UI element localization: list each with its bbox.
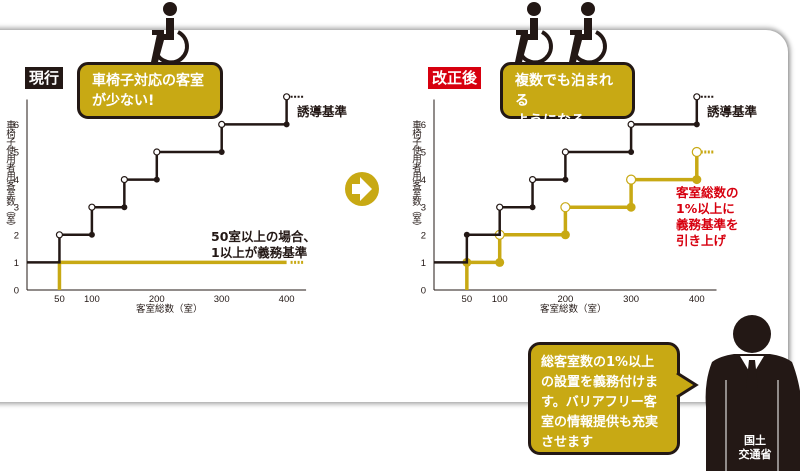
current-guidance-note: 誘導基準 <box>297 104 348 119</box>
open-data-point <box>691 146 702 158</box>
filled-data-point <box>153 176 160 183</box>
open-data-point <box>120 176 128 184</box>
bubble-line: 複数でも泊まれる <box>515 73 613 109</box>
revised-mandatory-note: 客室総数の 1%以上に 義務基準を 引き上げ <box>676 185 739 249</box>
x-tick-label: 50 <box>462 294 473 305</box>
y-tick-label: 5 <box>14 148 19 159</box>
wheelchair-icon <box>149 0 189 65</box>
y-axis-label: 車椅子使用者用客室数（室） <box>410 120 421 231</box>
filled-data-point <box>218 149 225 155</box>
x-axis-label: 客室総数（室） <box>136 304 203 315</box>
filled-data-point <box>88 231 95 238</box>
open-data-point <box>283 93 291 101</box>
revised-guidance-note: 誘導基準 <box>707 104 758 119</box>
open-data-point <box>625 174 637 185</box>
y-tick-label: 0 <box>14 286 19 297</box>
speech-tail <box>676 371 699 399</box>
open-data-point <box>561 148 570 156</box>
y-tick-label: 5 <box>421 148 426 159</box>
y-tick-label: 6 <box>421 120 426 131</box>
x-tick-label: 200 <box>557 294 573 305</box>
filled-data-point <box>121 204 128 211</box>
open-data-point <box>560 202 571 213</box>
filled-data-point <box>463 231 470 238</box>
current-tag: 現行 <box>25 67 64 89</box>
filled-data-point <box>562 176 569 183</box>
x-tick-label: 100 <box>84 294 100 305</box>
filled-data-point <box>692 175 702 185</box>
series-line-mandatory <box>465 152 699 290</box>
y-tick-label: 0 <box>421 286 426 297</box>
open-data-point <box>627 120 635 129</box>
open-data-point <box>153 148 161 156</box>
filled-data-point <box>628 149 635 155</box>
revised-speech-bubble: 複数でも泊まれる ようになる <box>500 62 635 129</box>
current-speech-bubble: 車椅子対応の客室が少ない! <box>77 62 223 119</box>
y-tick-label: 2 <box>14 230 19 241</box>
step-chart-1: 0 1 2 3 4 5 6 50 100 200 300 400 <box>421 93 717 305</box>
note-line: 1%以上に <box>676 201 735 216</box>
series-line-mandatory <box>57 260 287 290</box>
open-data-point <box>55 231 64 239</box>
y-tick-label: 1 <box>14 258 19 269</box>
step-chart-0: 0 1 2 3 4 5 6 50 100 200 300 400 <box>14 93 307 305</box>
y-tick-label: 6 <box>14 120 19 131</box>
open-data-point <box>88 203 96 211</box>
note-line: 1以上が義務基準 <box>211 245 308 260</box>
note-line: 引き上げ <box>676 233 727 248</box>
y-tick-label: 1 <box>421 258 426 269</box>
ministry-label-line: 国土 <box>744 434 766 447</box>
x-tick-label: 300 <box>623 294 639 305</box>
x-tick-label: 400 <box>689 294 705 305</box>
open-data-point <box>693 93 701 101</box>
filled-data-point <box>560 230 570 240</box>
y-tick-label: 4 <box>14 175 19 186</box>
y-tick-label: 2 <box>421 230 426 241</box>
x-tick-label: 200 <box>149 294 165 305</box>
ministry-label-line: 交通省 <box>738 448 772 461</box>
person-icon <box>705 315 800 471</box>
y-tick-label: 3 <box>14 203 19 214</box>
current-mandatory-note: 50室以上の場合、 1以上が義務基準 <box>211 229 316 261</box>
filled-data-point <box>626 202 636 212</box>
note-line: 客室総数の <box>676 185 739 200</box>
open-data-point <box>528 176 537 184</box>
x-tick-label: 300 <box>214 294 230 305</box>
wheelchair-icon <box>567 0 607 65</box>
x-axis-label: 客室総数（室） <box>540 304 607 315</box>
open-data-point <box>218 120 226 129</box>
y-axis-label: 車椅子使用者用客室数（室） <box>4 120 15 231</box>
ministry-label: 国土 交通省 <box>730 434 780 462</box>
ministry-speech-bubble: 総客室数の1%以上の設置を義務付けます。バリアフリー客室の情報提供も充実させます <box>528 342 680 455</box>
y-tick-label: 3 <box>421 203 426 214</box>
x-tick-label: 50 <box>54 294 65 305</box>
filled-data-point <box>529 204 536 211</box>
wheelchair-icon <box>513 0 553 65</box>
y-tick-label: 4 <box>421 175 426 186</box>
note-line: 50室以上の場合、 <box>211 229 316 244</box>
arrow-right-icon <box>345 172 379 206</box>
x-tick-label: 400 <box>279 294 295 305</box>
x-tick-label: 100 <box>492 294 508 305</box>
note-line: 義務基準を <box>676 217 739 232</box>
filled-data-point <box>693 121 700 128</box>
open-data-point <box>496 203 504 211</box>
filled-data-point <box>495 257 505 267</box>
filled-data-point <box>283 121 290 128</box>
bubble-line: ようになる <box>515 113 585 129</box>
revised-tag: 改正後 <box>428 67 482 89</box>
